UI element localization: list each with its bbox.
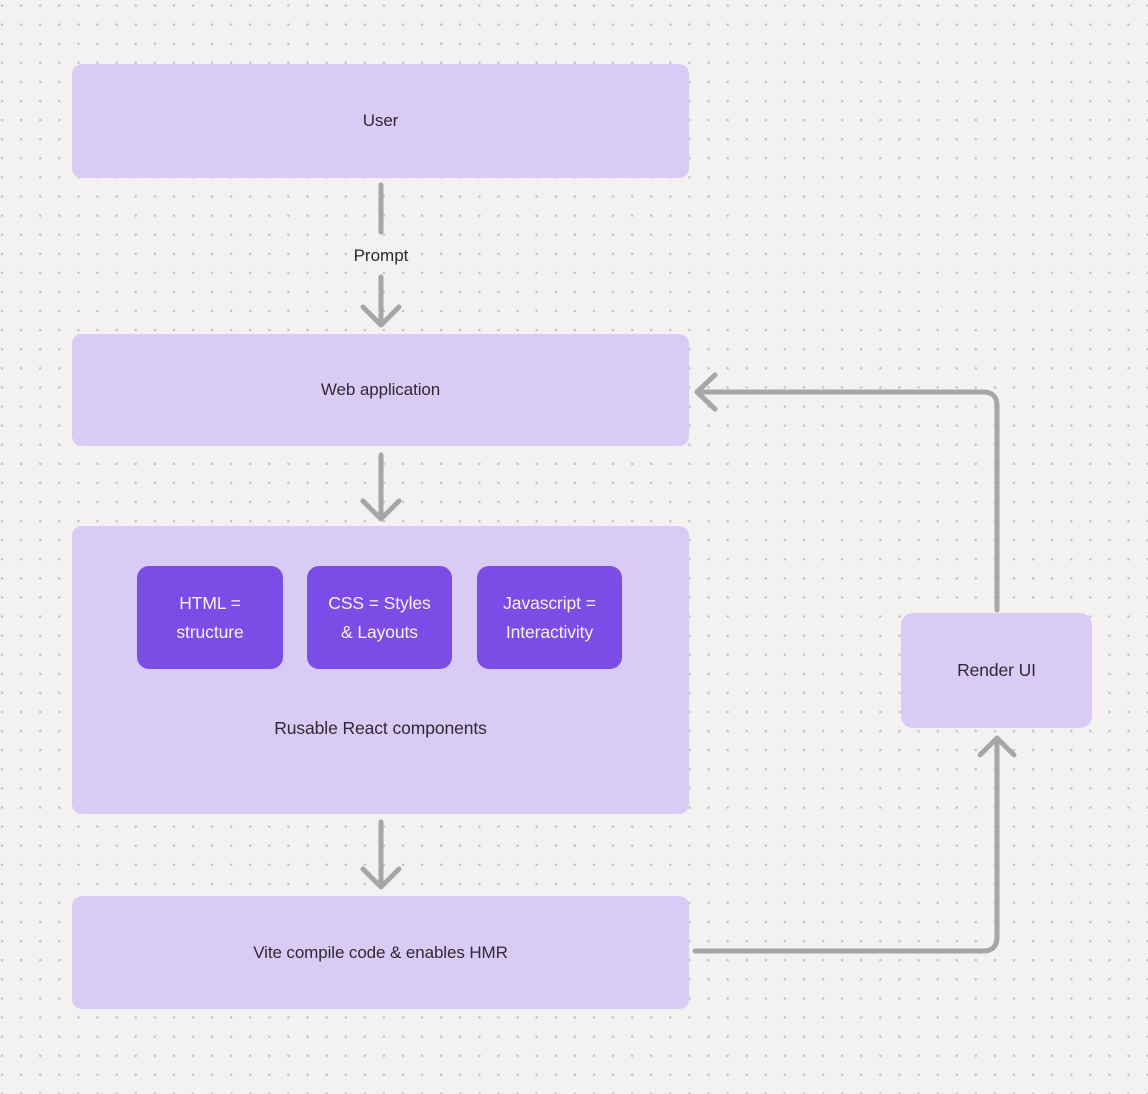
node-render-ui-label: Render UI: [957, 660, 1036, 680]
node-web-application[interactable]: Web application: [72, 334, 689, 446]
chip-html-structure-label: HTML = structure: [176, 592, 244, 642]
arrow-webapp-to-components-head: [360, 498, 402, 522]
chip-javascript-interactivity-label: Javascript = Interactivity: [503, 592, 596, 642]
node-web-application-label: Web application: [320, 380, 441, 399]
connector-vite-to-renderui-head: [977, 735, 1017, 758]
connector-renderui-to-webapp-head: [694, 372, 718, 412]
node-user[interactable]: User: [72, 64, 689, 178]
connector-renderui-to-webapp: [694, 372, 1000, 613]
chip-css-styles-layouts-label: CSS = Styles & Layouts: [328, 592, 431, 642]
arrow-components-to-vite: [360, 819, 402, 890]
connector-vite-to-renderui: [692, 735, 1017, 954]
arrow-components-to-vite-head: [360, 866, 402, 890]
node-react-components-group[interactable]: HTML = structure CSS = Styles & Layouts …: [72, 526, 689, 814]
chip-css-styles-layouts[interactable]: CSS = Styles & Layouts: [307, 566, 452, 669]
node-render-ui[interactable]: Render UI: [901, 613, 1092, 728]
edge-label-prompt: Prompt: [353, 246, 409, 265]
node-user-label: User: [362, 111, 399, 130]
arrow-webapp-to-components: [360, 452, 402, 522]
connector-renderui-to-webapp-line: [699, 389, 1000, 613]
chip-javascript-interactivity[interactable]: Javascript = Interactivity: [477, 566, 622, 669]
node-vite-compile-label: Vite compile code & enables HMR: [253, 942, 508, 962]
connector-vite-to-renderui-line: [692, 740, 1000, 954]
node-vite-compile[interactable]: Vite compile code & enables HMR: [72, 896, 689, 1009]
node-react-components-group-label: Rusable React components: [274, 718, 487, 738]
arrow-user-to-webapp-head: [360, 304, 402, 328]
chip-html-structure[interactable]: HTML = structure: [137, 566, 283, 669]
